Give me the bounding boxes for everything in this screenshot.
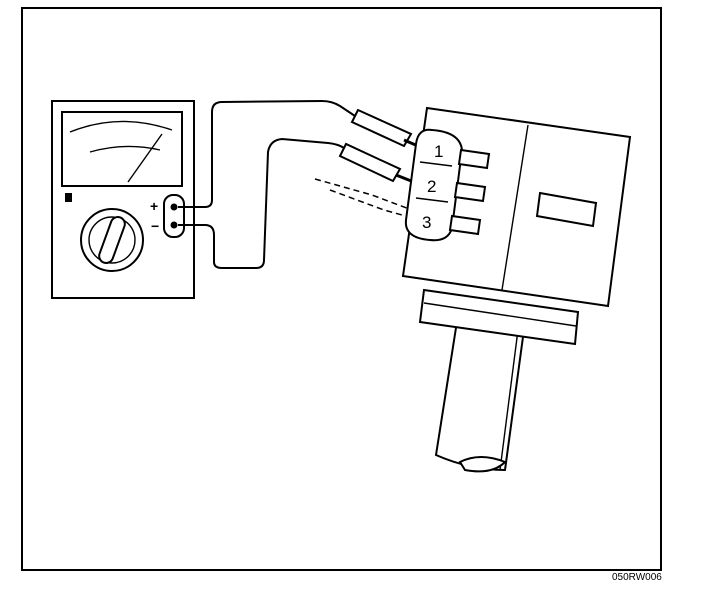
plus-label: + xyxy=(150,198,158,214)
pin-tab-2 xyxy=(453,181,487,203)
sensor-collar xyxy=(418,288,580,346)
selector-dial-inner xyxy=(88,216,136,264)
meter-scale-outer xyxy=(69,120,173,133)
housing-window xyxy=(535,191,598,228)
sensor-assembly: 1 2 3 xyxy=(401,106,632,473)
meter-needle xyxy=(127,133,163,183)
dial-knob-icon xyxy=(98,216,126,264)
minus-label: − xyxy=(151,218,159,234)
figure-frame xyxy=(21,7,662,571)
meter-small-mark xyxy=(65,193,72,202)
pin-tab-1 xyxy=(457,148,491,170)
positive-lead-wire xyxy=(178,99,359,208)
connector-socket xyxy=(404,128,464,242)
figure-code: 050RW006 xyxy=(612,572,662,583)
housing-divider xyxy=(501,124,529,291)
pin-slot-2 xyxy=(415,197,449,203)
terminal-label-2: 2 xyxy=(427,177,436,196)
plus-terminal[interactable] xyxy=(170,203,178,211)
multimeter: + − xyxy=(51,100,195,299)
negative-lead-wire xyxy=(178,137,345,269)
shaft-highlight xyxy=(499,329,519,471)
collar-line xyxy=(423,302,577,327)
sensor-shaft xyxy=(434,313,527,472)
minus-terminal[interactable] xyxy=(170,221,178,229)
pin-tab-3 xyxy=(448,214,482,236)
terminal-socket-group xyxy=(163,194,185,238)
terminal-label-3: 3 xyxy=(422,213,431,232)
pin-slot-1 xyxy=(419,161,453,167)
meter-display xyxy=(61,111,183,187)
shaft-end xyxy=(458,456,507,473)
terminal-label-1: 1 xyxy=(434,142,443,161)
probe-alternate-dashed xyxy=(314,178,421,221)
meter-scale-inner xyxy=(89,145,161,153)
